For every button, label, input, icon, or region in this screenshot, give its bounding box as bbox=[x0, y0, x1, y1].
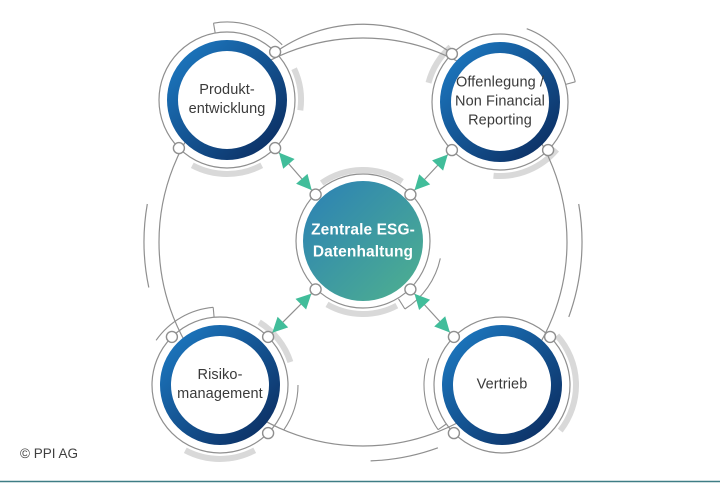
hub-circle bbox=[303, 181, 423, 301]
connector-nodes bbox=[165, 45, 557, 440]
top-outer-arc bbox=[272, 23, 456, 57]
left-outer-arc bbox=[143, 203, 150, 288]
arrowhead bbox=[272, 316, 289, 333]
bottom-outer-arc bbox=[370, 447, 439, 462]
circle-vertrieb bbox=[442, 325, 562, 445]
circle-offenlegung bbox=[440, 42, 560, 162]
circle-produktentwicklung bbox=[167, 40, 287, 160]
big-connector-circle bbox=[158, 37, 568, 447]
arrowhead bbox=[279, 152, 295, 169]
bidirectional-arrows bbox=[272, 152, 450, 333]
right-outer-arc bbox=[568, 203, 583, 318]
circle-risikomanagement bbox=[160, 325, 280, 445]
copyright-text: © PPI AG bbox=[20, 446, 78, 461]
arrowhead bbox=[414, 293, 431, 310]
thin-rings bbox=[151, 31, 571, 454]
arrowhead bbox=[434, 316, 450, 333]
arrowhead bbox=[295, 293, 312, 310]
arrowhead bbox=[432, 154, 448, 171]
notch-arcs bbox=[155, 21, 576, 431]
outer-connector-rings bbox=[143, 23, 583, 462]
arrowhead bbox=[414, 174, 431, 191]
arrowhead bbox=[296, 173, 312, 191]
